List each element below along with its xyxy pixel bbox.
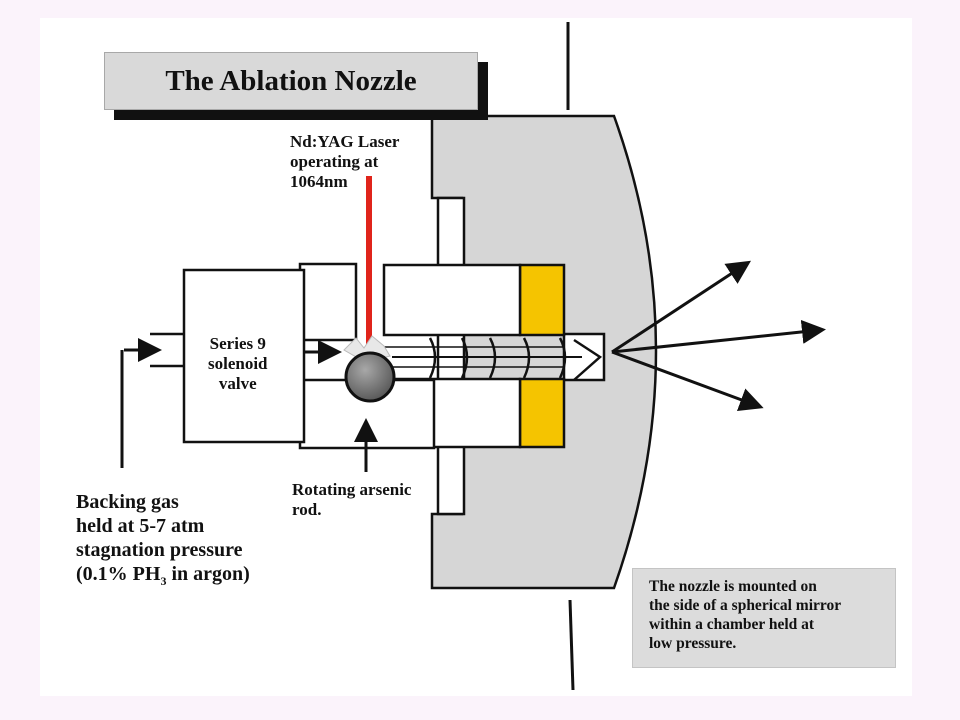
laser-label-line: 1064nm [290,172,348,191]
plume-wave-5 [558,337,567,379]
valve-label: Series 9 solenoid valve [208,334,268,394]
slide: The Ablation Nozzle [40,18,912,696]
note-line: the side of a spherical mirror [649,597,842,614]
laser-label: Nd:YAG Laser operating at 1064nm [290,132,399,192]
gas-label-line: held at 5-7 atm [76,515,205,537]
aperture-block-top [518,263,566,337]
laser-label-line: operating at [290,152,379,171]
plume-wave-3 [488,337,497,379]
page-title: The Ablation Nozzle [104,52,478,110]
gas-mix-suffix: in argon) [166,563,250,585]
valve-label-line: valve [218,374,257,393]
spherical-mirror [430,114,658,590]
beam-arrow-up [611,260,752,354]
rod-housing-top [298,262,358,342]
rod-label-line: Rotating arsenic [292,480,412,499]
plume-wave-2 [460,337,469,379]
gas-mix-prefix: (0.1% PH [76,563,161,585]
aperture-block-bottom [518,377,566,449]
gas-label-line: (0.1% PH3 in argon) [76,562,250,593]
arsenic-rod [344,351,396,403]
note-line: The nozzle is mounted on [649,578,817,595]
plume-wave-4 [522,337,531,379]
laser-label-line: Nd:YAG Laser [290,132,400,151]
beam-arrow-center [611,319,826,354]
plume-arrow-head [573,338,603,381]
note-line: low pressure. [649,635,737,652]
note-box: The nozzle is mounted on the side of a s… [632,568,896,668]
laser-beam [366,176,372,348]
beam-arrow-down [611,350,764,412]
rod-label: Rotating arsenic rod. [292,480,411,520]
note-line: within a chamber held at [649,616,815,633]
gas-label: Backing gas held at 5-7 atm stagnation p… [76,490,250,593]
solenoid-valve [182,268,306,444]
chamber-wall-lower [568,599,575,691]
plume-wave-1 [428,337,437,379]
valve-label-line: Series 9 [209,334,266,353]
gas-label-line: Backing gas [76,491,179,513]
nozzle-body-top [382,263,522,337]
gas-mix-subscript: 3 [160,574,167,588]
gas-label-line: stagnation pressure [76,539,243,561]
nozzle-diagram [120,22,826,691]
rod-label-line: rod. [292,500,322,519]
valve-label-line: solenoid [208,354,268,373]
